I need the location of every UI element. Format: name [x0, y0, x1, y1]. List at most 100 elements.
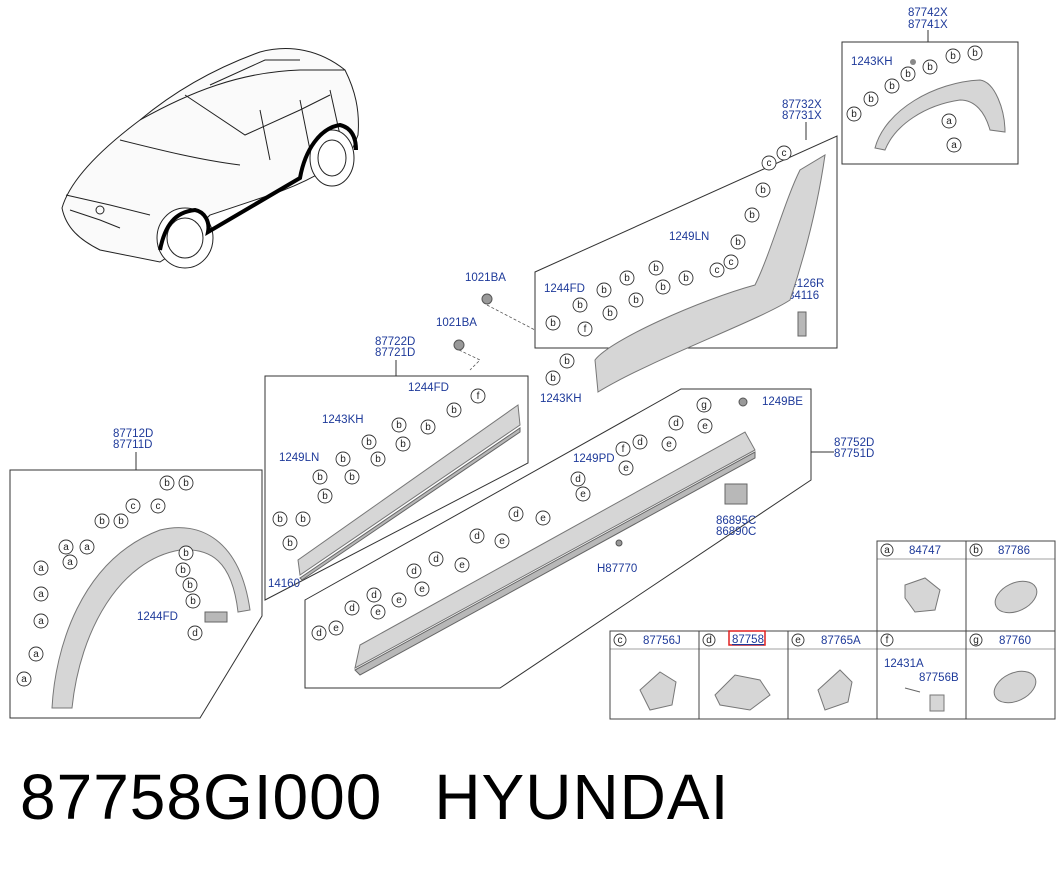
svg-text:b: b	[277, 514, 283, 525]
svg-text:e: e	[540, 513, 546, 524]
svg-text:b: b	[550, 373, 556, 384]
svg-text:c: c	[131, 501, 136, 512]
svg-text:b: b	[760, 185, 766, 196]
vehicle-illustration	[61, 48, 359, 269]
svg-text:f: f	[622, 444, 625, 455]
label-87731x: 87731X	[782, 110, 822, 122]
svg-text:a: a	[38, 563, 44, 574]
label-1249ln-top: 1249LN	[669, 231, 709, 243]
svg-text:a: a	[38, 616, 44, 627]
legend-cell-a: a 84747	[880, 543, 941, 613]
svg-text:e: e	[623, 463, 629, 474]
svg-text:b: b	[180, 565, 186, 576]
legend-cell-d: d 87758	[702, 630, 771, 711]
label-87752d: 87752D	[834, 437, 874, 449]
svg-text:d: d	[673, 418, 679, 429]
svg-text:f: f	[477, 391, 480, 402]
svg-text:b: b	[183, 548, 189, 559]
svg-text:d: d	[706, 635, 712, 646]
svg-text:b: b	[735, 237, 741, 248]
svg-text:b: b	[607, 308, 613, 319]
svg-text:f: f	[886, 635, 889, 646]
highlight-box	[728, 630, 766, 646]
svg-text:e: e	[375, 607, 381, 618]
legend-part-87756b: 87756B	[919, 672, 959, 684]
svg-text:b: b	[868, 94, 874, 105]
label-1244fd-mid: 1244FD	[544, 283, 585, 295]
label-87741x: 87741X	[908, 19, 948, 31]
svg-text:b: b	[400, 439, 406, 450]
label-87742x: 87742X	[908, 7, 948, 19]
label-87751d: 87751D	[834, 448, 874, 460]
label-86895c: 86895C	[716, 515, 756, 527]
svg-text:e: e	[396, 595, 402, 606]
svg-text:d: d	[637, 437, 643, 448]
svg-text:b: b	[972, 48, 978, 59]
label-86890c: 86890C	[716, 526, 756, 538]
label-87712d: 87712D	[113, 428, 153, 440]
legend-part-87756j: 87756J	[643, 635, 681, 647]
svg-text:b: b	[624, 273, 630, 284]
svg-text:a: a	[84, 542, 90, 553]
svg-text:e: e	[459, 560, 465, 571]
svg-text:b: b	[425, 422, 431, 433]
svg-text:d: d	[513, 509, 519, 520]
svg-text:b: b	[973, 545, 979, 556]
svg-text:a: a	[21, 674, 27, 685]
svg-text:b: b	[653, 263, 659, 274]
label-14160: 14160	[268, 578, 300, 590]
label-87721d: 87721D	[375, 347, 415, 359]
svg-text:e: e	[419, 584, 425, 595]
svg-text:b: b	[187, 580, 193, 591]
svg-text:e: e	[499, 536, 505, 547]
svg-text:b: b	[889, 81, 895, 92]
legend-part-87786: 87786	[998, 545, 1030, 557]
svg-text:f: f	[584, 324, 587, 335]
svg-text:e: e	[702, 421, 708, 432]
parts-diagram: 87742X 87741X 1243KH 87732X 87731X 1249L…	[9, 7, 1056, 720]
svg-text:d: d	[192, 628, 198, 639]
svg-text:d: d	[316, 628, 322, 639]
legend-part-12431a: 12431A	[884, 658, 924, 670]
svg-text:b: b	[317, 472, 323, 483]
label-1244fd-l: 1244FD	[408, 382, 449, 394]
svg-text:b: b	[190, 596, 196, 607]
label-1249be: 1249BE	[762, 396, 803, 408]
svg-text:d: d	[411, 566, 417, 577]
legend-cell-e: e 87765A	[791, 633, 861, 711]
svg-text:b: b	[451, 405, 457, 416]
svg-text:b: b	[660, 282, 666, 293]
svg-text:b: b	[118, 516, 124, 527]
legend-part-87758[interactable]: 87758	[732, 634, 764, 646]
label-1244fd-arch: 1244FD	[137, 611, 178, 623]
svg-text:d: d	[575, 474, 581, 485]
svg-text:a: a	[946, 116, 952, 127]
svg-text:c: c	[782, 148, 787, 159]
svg-text:b: b	[683, 273, 689, 284]
label-1021ba-b: 1021BA	[436, 317, 477, 329]
label-1249ln-l: 1249LN	[279, 452, 319, 464]
svg-text:c: c	[156, 501, 161, 512]
svg-text:d: d	[371, 590, 377, 601]
svg-text:b: b	[322, 491, 328, 502]
caption-brand: HYUNDAI	[434, 761, 730, 833]
label-87722d: 87722D	[375, 336, 415, 348]
svg-text:a: a	[63, 542, 69, 553]
svg-text:e: e	[795, 635, 801, 646]
svg-text:d: d	[349, 603, 355, 614]
svg-text:b: b	[396, 420, 402, 431]
legend-cell-b: b 87786	[969, 543, 1038, 614]
svg-text:b: b	[633, 295, 639, 306]
svg-text:b: b	[927, 62, 933, 73]
legend-table: a 84747 b 87786 c 87756J d 87758 e 87765…	[609, 540, 1056, 720]
svg-text:g: g	[973, 635, 979, 646]
svg-text:b: b	[99, 516, 105, 527]
svg-text:d: d	[433, 554, 439, 565]
svg-text:b: b	[340, 454, 346, 465]
svg-text:a: a	[33, 649, 39, 660]
label-1021ba-a: 1021BA	[465, 272, 506, 284]
svg-text:b: b	[950, 51, 956, 62]
group-rear-sill: 87732X 87731X 1249LN 1244FD 84126R 84116…	[534, 99, 838, 405]
caption-part-number: 87758GI000	[20, 761, 383, 833]
legend-part-87765a: 87765A	[821, 635, 861, 647]
